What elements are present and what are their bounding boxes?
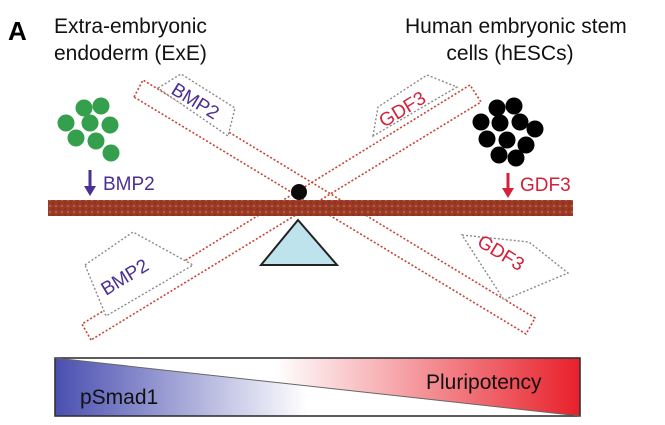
pluripotency-label: Pluripotency — [426, 371, 542, 394]
exe-title-line-2: endoderm (ExE) — [54, 42, 207, 65]
pivot-point — [291, 184, 307, 200]
bmp2-arrow — [84, 170, 96, 196]
panel-label: A — [8, 16, 27, 46]
fulcrum — [258, 218, 340, 266]
hesc-cell-cluster — [472, 97, 544, 167]
gdf3-arrow — [502, 173, 514, 198]
bmp2-tag-upper: BMP2 — [156, 73, 236, 138]
balance-beam — [48, 200, 573, 216]
gradient-bar — [54, 357, 581, 417]
hesc-title-line-1: Human embryonic stem — [405, 15, 627, 38]
bmp2-tag-lower: BMP2 — [84, 231, 195, 318]
hesc-title-line-2: cells (hESCs) — [446, 42, 573, 65]
exe-cell-cluster — [57, 97, 120, 162]
exe-title-line-1: Extra-embryonic — [54, 15, 207, 38]
gdf3-tag-lower: GDF3 — [460, 231, 570, 301]
plank-gdf3-high-bmp2-low — [80, 83, 483, 342]
plank-bmp2-high-gdf3-low — [132, 78, 537, 336]
gdf3-tag-upper: GDF3 — [372, 74, 459, 138]
bmp2-signal-label: BMP2 — [103, 174, 155, 195]
gdf3-signal-label: GDF3 — [520, 175, 571, 196]
pSmad1-label: pSmad1 — [80, 386, 158, 409]
